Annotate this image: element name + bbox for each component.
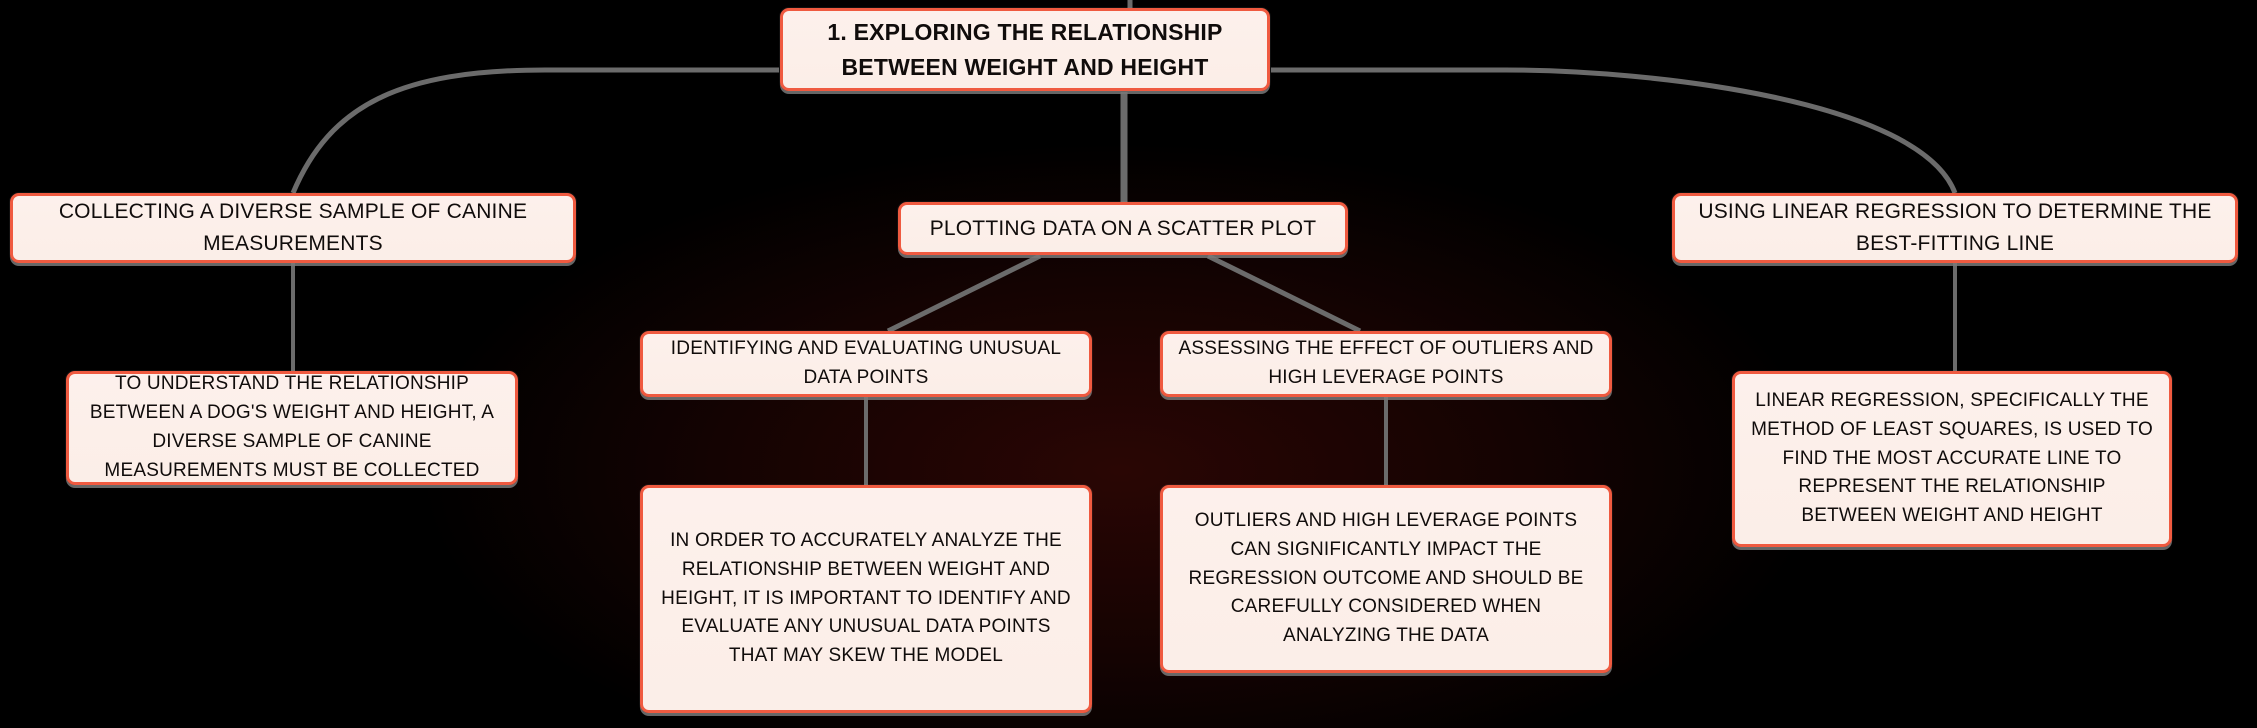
node-leaf-understand-relationship[interactable]: TO UNDERSTAND THE RELATIONSHIP BETWEEN A… <box>66 371 518 485</box>
node-assessing-outliers[interactable]: ASSESSING THE EFFECT OF OUTLIERS AND HIG… <box>1160 331 1612 397</box>
node-identifying-unusual-points[interactable]: IDENTIFYING AND EVALUATING UNUSUAL DATA … <box>640 331 1092 397</box>
node-assessing-outliers-label: ASSESSING THE EFFECT OF OUTLIERS AND HIG… <box>1178 338 1594 388</box>
edge-plot-to-identify <box>886 253 1042 334</box>
edge-root-to-regress <box>1271 67 1958 194</box>
edge-root-to-collect <box>290 67 779 194</box>
node-root[interactable]: 1. EXPLORING THE RELATIONSHIP BETWEEN WE… <box>780 8 1270 91</box>
node-root-label: 1. EXPLORING THE RELATIONSHIP BETWEEN WE… <box>827 18 1223 80</box>
edge-plot-to-assess <box>1206 253 1362 334</box>
node-leaf-accurate-analysis[interactable]: IN ORDER TO ACCURATELY ANALYZE THE RELAT… <box>640 485 1092 713</box>
node-plotting-scatter-label: PLOTTING DATA ON A SCATTER PLOT <box>929 216 1317 240</box>
node-leaf-outliers-impact[interactable]: OUTLIERS AND HIGH LEVERAGE POINTS CAN SI… <box>1160 485 1612 673</box>
node-leaf-outliers-impact-label: OUTLIERS AND HIGH LEVERAGE POINTS CAN SI… <box>1188 509 1584 647</box>
node-leaf-least-squares-label: LINEAR REGRESSION, SPECIFICALLY THE METH… <box>1751 389 2153 527</box>
node-identifying-unusual-points-label: IDENTIFYING AND EVALUATING UNUSUAL DATA … <box>670 338 1062 388</box>
node-plotting-scatter[interactable]: PLOTTING DATA ON A SCATTER PLOT <box>898 202 1348 255</box>
node-linear-regression[interactable]: USING LINEAR REGRESSION TO DETERMINE THE… <box>1672 193 2238 263</box>
node-leaf-least-squares[interactable]: LINEAR REGRESSION, SPECIFICALLY THE METH… <box>1732 371 2172 547</box>
node-leaf-understand-relationship-label: TO UNDERSTAND THE RELATIONSHIP BETWEEN A… <box>89 373 495 481</box>
node-leaf-accurate-analysis-label: IN ORDER TO ACCURATELY ANALYZE THE RELAT… <box>661 529 1071 667</box>
node-collecting-sample[interactable]: COLLECTING A DIVERSE SAMPLE OF CANINE ME… <box>10 193 576 263</box>
node-collecting-sample-label: COLLECTING A DIVERSE SAMPLE OF CANINE ME… <box>58 200 528 255</box>
node-linear-regression-label: USING LINEAR REGRESSION TO DETERMINE THE… <box>1698 200 2212 255</box>
